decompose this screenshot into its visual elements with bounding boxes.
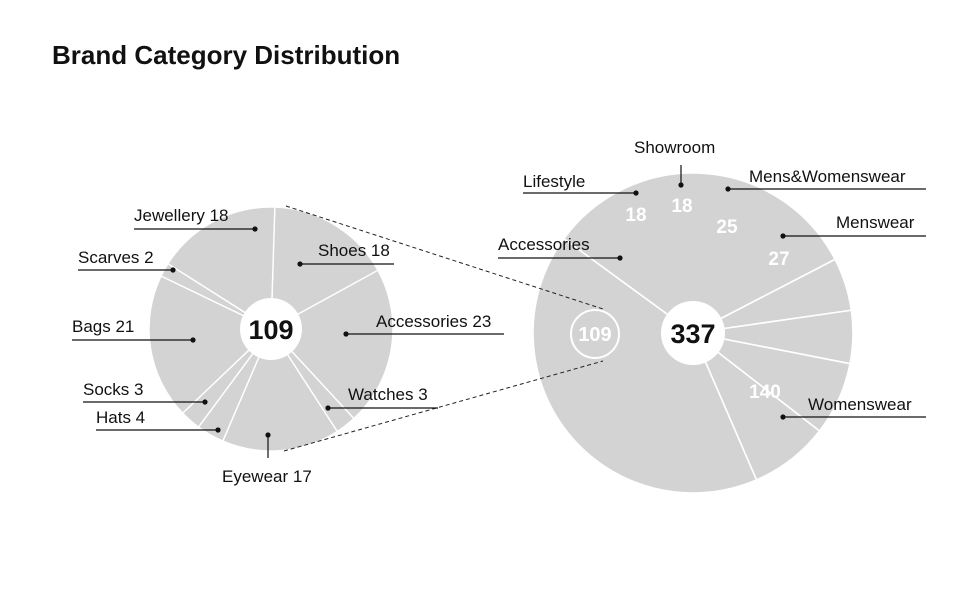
breakdown-slice-eyewear bbox=[221, 327, 339, 452]
main-value-womenswear: 140 bbox=[749, 382, 781, 403]
main-lifestyle-callout: Lifestyle bbox=[523, 172, 639, 196]
breakdown-socks-callout: Socks 3 bbox=[83, 380, 208, 405]
breakdown-shoes-callout: Shoes 18 bbox=[297, 241, 394, 267]
breakdown-watches-dot bbox=[325, 405, 331, 411]
main-value-mens-womenswear: 25 bbox=[716, 217, 738, 238]
main-mens-womenswear-callout: Mens&Womenswear bbox=[725, 167, 926, 192]
breakdown-jewellery-callout: Jewellery 18 bbox=[134, 206, 258, 232]
main-value-menswear: 27 bbox=[768, 249, 789, 270]
breakdown-shoes-dot bbox=[297, 261, 303, 267]
breakdown-slice-bags bbox=[148, 275, 273, 415]
breakdown-eyewear-dot bbox=[265, 432, 271, 438]
chart-title: Brand Category Distribution bbox=[52, 40, 401, 70]
breakdown-bags-label: Bags 21 bbox=[72, 317, 134, 336]
main-accessories-callout: Accessories bbox=[498, 235, 623, 261]
main-menswear-label: Menswear bbox=[836, 213, 915, 232]
main-showroom-label: Showroom bbox=[634, 138, 715, 157]
main-center-disc bbox=[661, 301, 725, 365]
breakdown-jewellery-label: Jewellery 18 bbox=[134, 206, 229, 225]
breakdown-socks-dot bbox=[202, 399, 208, 405]
breakdown-bags-dot bbox=[190, 337, 196, 343]
breakdown-hats-label: Hats 4 bbox=[96, 408, 145, 427]
main-accessories-dot bbox=[617, 255, 623, 261]
breakdown-eyewear-label: Eyewear 17 bbox=[222, 467, 312, 486]
main-lifestyle-dot bbox=[633, 190, 639, 196]
breakdown-slice-shoes bbox=[270, 206, 379, 331]
breakdown-total: 109 bbox=[248, 315, 293, 345]
main-total: 337 bbox=[670, 319, 715, 349]
main-showroom-dot bbox=[678, 182, 684, 188]
main-slice-menswear bbox=[692, 332, 821, 481]
breakout-value: 109 bbox=[578, 324, 611, 346]
breakdown-hats-dot bbox=[215, 427, 221, 433]
breakdown-center-disc bbox=[240, 298, 302, 360]
main-womenswear-dot bbox=[780, 414, 786, 420]
main-lifestyle-label: Lifestyle bbox=[523, 172, 585, 191]
main-slice-accessories bbox=[562, 172, 837, 334]
breakdown-slice-jewellery bbox=[166, 206, 276, 331]
connector-line-bottom bbox=[283, 360, 604, 452]
main-mens-womenswear-dot bbox=[725, 186, 731, 192]
breakdown-bags-callout: Bags 21 bbox=[72, 317, 196, 343]
breakdown-scarves-dot bbox=[170, 267, 176, 273]
main-value-showroom: 18 bbox=[671, 196, 692, 217]
main-accessories-label: Accessories bbox=[498, 235, 590, 254]
breakdown-scarves-label: Scarves 2 bbox=[78, 248, 154, 267]
breakdown-accessories-callout: Accessories 23 bbox=[343, 312, 504, 337]
breakdown-accessories-dot bbox=[343, 331, 349, 337]
breakdown-watches-callout: Watches 3 bbox=[325, 385, 438, 411]
breakdown-scarves-callout: Scarves 2 bbox=[78, 248, 176, 273]
main-mens-womenswear-label: Mens&Womenswear bbox=[749, 167, 906, 186]
breakdown-accessories-label: Accessories 23 bbox=[376, 312, 491, 331]
breakdown-watches-label: Watches 3 bbox=[348, 385, 428, 404]
main-value-lifestyle: 18 bbox=[625, 205, 646, 226]
main-womenswear-callout: Womenswear bbox=[780, 395, 926, 420]
main-menswear-callout: Menswear bbox=[780, 213, 926, 239]
breakdown-eyewear-callout: Eyewear 17 bbox=[222, 432, 312, 486]
breakout-ring bbox=[570, 309, 620, 359]
breakdown-hats-callout: Hats 4 bbox=[96, 408, 221, 433]
main-womenswear-label: Womenswear bbox=[808, 395, 912, 414]
main-menswear-dot bbox=[780, 233, 786, 239]
main-showroom-callout: Showroom bbox=[634, 138, 715, 188]
breakdown-jewellery-dot bbox=[252, 226, 258, 232]
breakdown-socks-label: Socks 3 bbox=[83, 380, 143, 399]
breakdown-shoes-label: Shoes 18 bbox=[318, 241, 390, 260]
